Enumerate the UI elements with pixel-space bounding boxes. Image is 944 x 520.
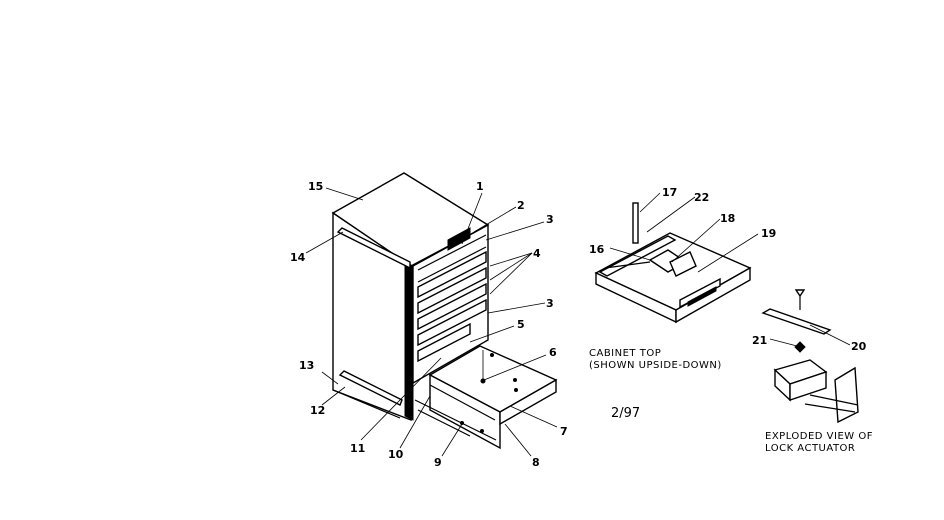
callout-15: 15 <box>308 180 323 193</box>
lock-actuator-subcaption: LOCK ACTUATOR <box>765 443 855 454</box>
lock-actuator-caption: EXPLODED VIEW OF <box>765 431 873 442</box>
callout-12: 12 <box>310 404 325 417</box>
callout-8: 8 <box>532 456 540 469</box>
drawer-fronts <box>417 234 487 363</box>
callout-2: 2 <box>517 199 525 212</box>
cabinet-illustration <box>331 172 558 450</box>
cabinet-top-subcaption: (SHOWN UPSIDE-DOWN) <box>589 360 722 371</box>
leader-lines <box>305 187 851 457</box>
callout-3-lower: 3 <box>546 297 554 310</box>
callout-numbers: 1 2 3 4 3 5 6 7 8 9 10 11 12 13 14 15 16… <box>290 180 867 469</box>
callout-20: 20 <box>851 340 867 353</box>
callout-9: 9 <box>434 456 442 469</box>
callout-21: 21 <box>752 334 767 347</box>
cabinet-top-illustration <box>594 202 752 324</box>
callout-3-upper: 3 <box>546 213 554 226</box>
lock-actuator-illustration <box>761 289 859 424</box>
callout-18: 18 <box>720 212 735 225</box>
callout-13: 13 <box>299 359 314 372</box>
callout-5: 5 <box>517 318 525 331</box>
callout-10: 10 <box>388 448 404 461</box>
callout-1: 1 <box>476 180 484 193</box>
callout-16: 16 <box>589 243 605 256</box>
date-code: 2/97 <box>611 406 640 421</box>
captions: CABINET TOP (SHOWN UPSIDE-DOWN) 2/97 EXP… <box>589 348 873 454</box>
callout-6: 6 <box>549 346 557 359</box>
callout-17: 17 <box>662 186 677 199</box>
callout-14: 14 <box>290 251 306 264</box>
callout-7: 7 <box>560 425 568 438</box>
callout-11: 11 <box>350 442 365 455</box>
open-drawer <box>414 345 558 450</box>
callout-19: 19 <box>761 227 776 240</box>
callout-4: 4 <box>533 247 541 260</box>
callout-22: 22 <box>694 191 709 204</box>
cabinet-top-caption: CABINET TOP <box>589 348 661 359</box>
